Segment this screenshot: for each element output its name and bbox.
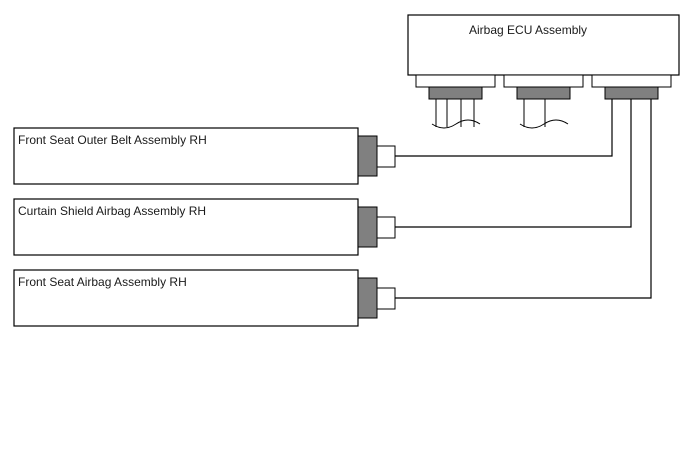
component-label-1: Front Seat Outer Belt Assembly RH [18, 133, 207, 147]
ecu-connector-3 [591, 74, 672, 100]
ecu-connector-2 [503, 74, 584, 129]
component-connector-2 [357, 206, 378, 248]
ecu-label: Airbag ECU Assembly [469, 23, 588, 37]
component-plug-1 [376, 145, 396, 168]
component-connector-3 [357, 277, 378, 319]
ecu-connector-1 [415, 74, 496, 129]
component-label-3: Front Seat Airbag Assembly RH [18, 275, 187, 289]
wire-1 [395, 99, 613, 157]
component-plug-2 [376, 216, 396, 239]
component-box-3 [13, 269, 359, 327]
wire-2 [395, 99, 632, 228]
component-connector-1 [357, 135, 378, 177]
ecu-box [407, 14, 680, 76]
wire-3 [395, 99, 652, 299]
component-label-2: Curtain Shield Airbag Assembly RH [18, 204, 207, 218]
component-plug-3 [376, 287, 396, 310]
